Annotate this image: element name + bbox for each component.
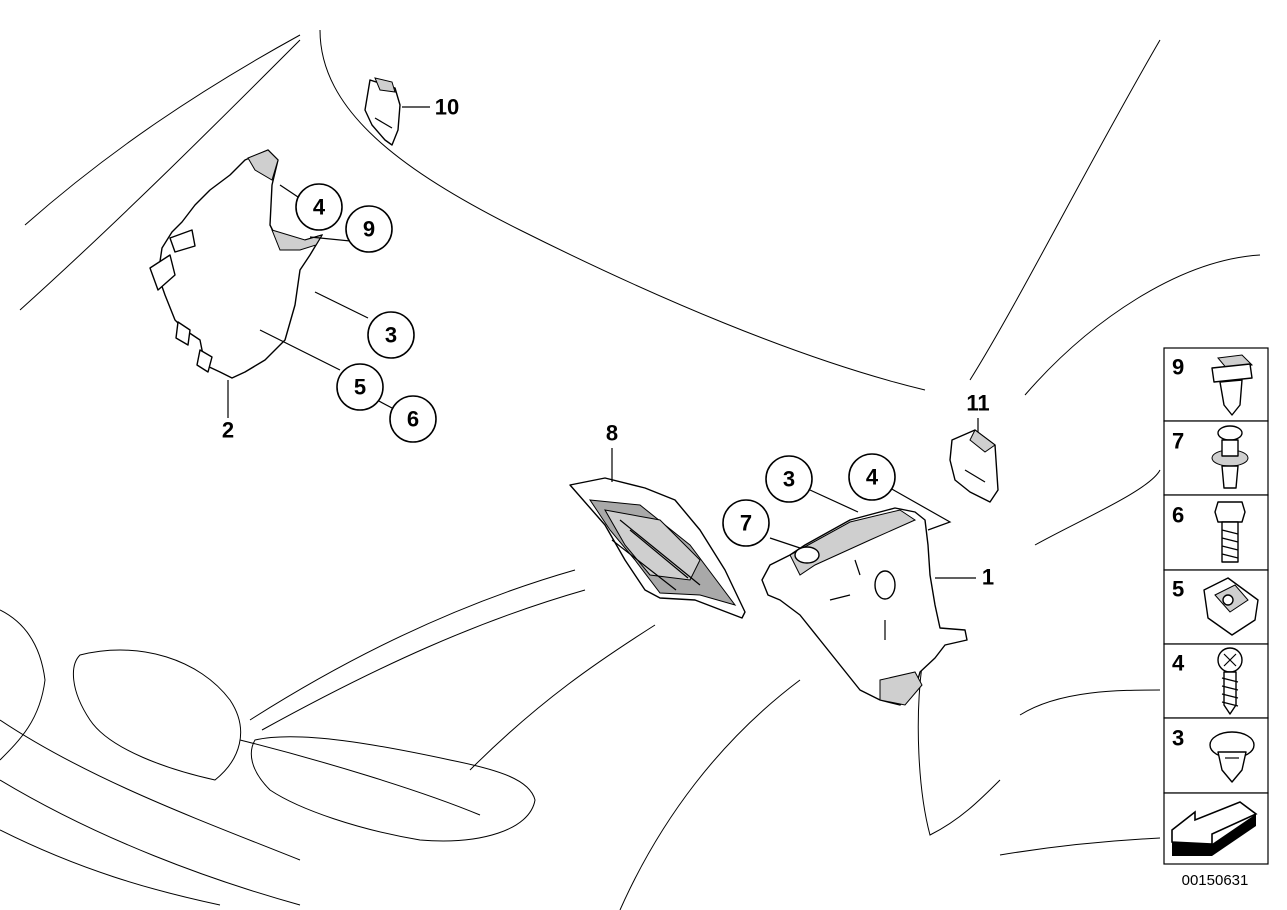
figure-id: 00150631 bbox=[1182, 872, 1249, 889]
part-label-2: 2 bbox=[222, 418, 234, 443]
callout-3-left: 3 bbox=[367, 311, 415, 359]
legend-num-5: 5 bbox=[1172, 577, 1184, 602]
tapping-screw-4-icon bbox=[1217, 647, 1243, 715]
svg-text:6: 6 bbox=[407, 407, 419, 432]
part-11-clip bbox=[949, 429, 999, 503]
callout-4-left: 4 bbox=[295, 183, 343, 231]
callout-4-right: 4 bbox=[848, 453, 896, 501]
svg-text:3: 3 bbox=[783, 467, 795, 492]
leader-lines bbox=[227, 106, 979, 579]
expanding-rivet-3-icon bbox=[1209, 731, 1255, 783]
part-label-8: 8 bbox=[606, 421, 618, 446]
legend-num-7: 7 bbox=[1172, 429, 1184, 454]
callout-7-right: 7 bbox=[722, 499, 770, 547]
screw-washer-7-icon bbox=[1211, 425, 1249, 489]
part-label-1: 1 bbox=[982, 565, 994, 590]
vehicle-outline bbox=[0, 29, 1261, 910]
svg-text:3: 3 bbox=[385, 323, 397, 348]
legend-num-4: 4 bbox=[1172, 651, 1185, 676]
direction-arrow-icon bbox=[1171, 801, 1258, 856]
part-10-clip bbox=[364, 77, 401, 146]
part-label-11: 11 bbox=[966, 391, 989, 416]
svg-text:4: 4 bbox=[866, 465, 879, 490]
callout-6-left: 6 bbox=[389, 395, 437, 443]
part-2-trim-panel bbox=[149, 149, 324, 379]
callout-9-left: 9 bbox=[345, 205, 393, 253]
part-label-10: 10 bbox=[435, 95, 459, 120]
svg-text:4: 4 bbox=[313, 195, 326, 220]
callout-3-right: 3 bbox=[765, 455, 813, 503]
fastener-legend: 9 7 6 5 4 3 bbox=[1163, 347, 1269, 865]
svg-text:9: 9 bbox=[363, 217, 375, 242]
clip-9-icon bbox=[1211, 354, 1254, 416]
legend-num-9: 9 bbox=[1172, 355, 1184, 380]
part-1-bracket bbox=[761, 507, 968, 706]
callout-5-left: 5 bbox=[336, 363, 384, 411]
hex-bolt-6-icon bbox=[1214, 501, 1246, 563]
svg-text:5: 5 bbox=[354, 375, 366, 400]
legend-num-6: 6 bbox=[1172, 503, 1184, 528]
svg-text:7: 7 bbox=[740, 511, 752, 536]
spring-nut-5-icon bbox=[1203, 577, 1259, 636]
legend-num-3: 3 bbox=[1172, 726, 1184, 751]
part-8-grille-trim bbox=[569, 477, 746, 619]
